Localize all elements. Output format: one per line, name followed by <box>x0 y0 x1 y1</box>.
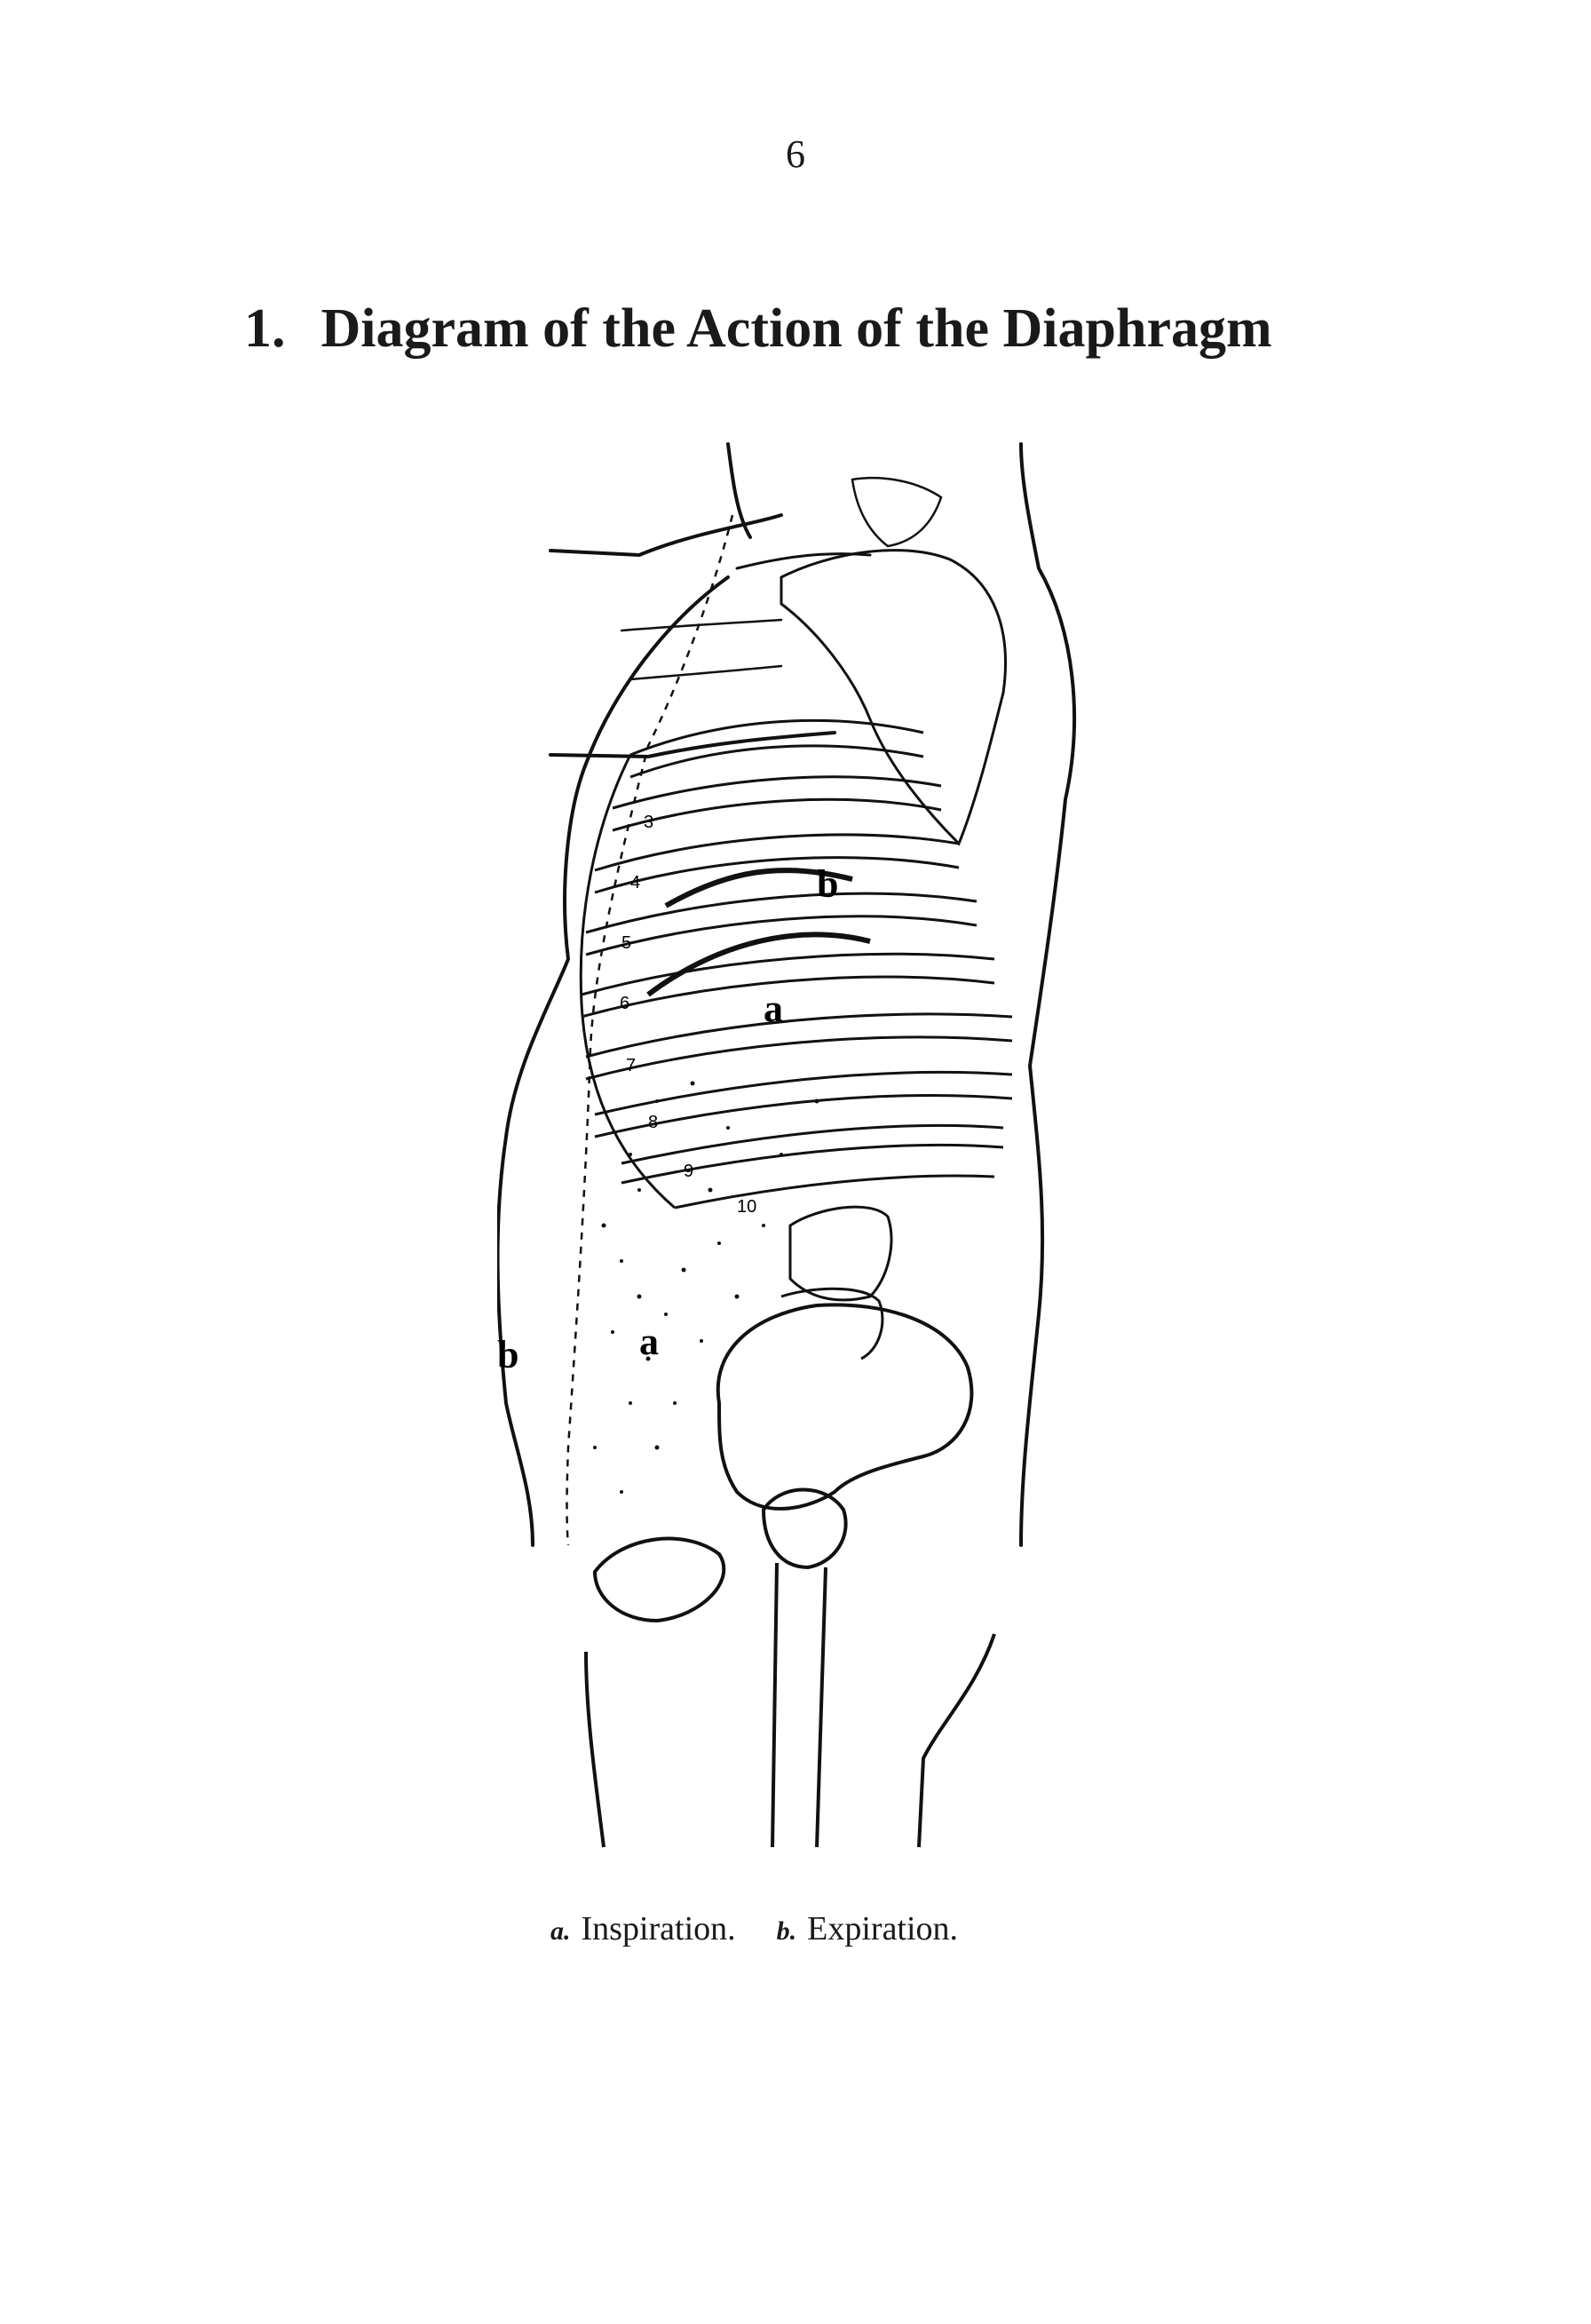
lumbar-spine-2 <box>780 1287 884 1360</box>
costal-margin <box>579 754 676 1210</box>
rib-8 <box>594 1070 1013 1116</box>
femur-shaft-left <box>771 1562 779 1848</box>
figure-title: Diagram of the Action of the Diaphragm <box>321 298 1272 359</box>
rib-8-inner <box>594 1094 1013 1138</box>
rib-number-6: 6 <box>620 994 629 1013</box>
rib-2 <box>629 718 924 757</box>
diaphragm-line-a <box>646 932 871 997</box>
rib-9-inner <box>621 1143 1004 1185</box>
diaphragm-diagram: b a a b 3 4 5 6 7 8 9 10 <box>497 426 1083 1900</box>
rib-number-7: 7 <box>626 1056 636 1075</box>
figure-caption: a. Inspiration. b. Expiration. <box>550 1909 958 1948</box>
arm-line-upper <box>549 513 783 558</box>
diaphragm-line-b <box>664 868 853 908</box>
femur-shaft-right <box>815 1567 827 1848</box>
femur-head <box>761 1487 848 1570</box>
abdomen-stipple <box>593 1081 819 1494</box>
rib-10 <box>674 1174 995 1210</box>
rib-4 <box>594 833 960 872</box>
rib-number-9: 9 <box>684 1162 693 1181</box>
figure-number: 1. <box>244 298 286 359</box>
pubis <box>592 1536 726 1623</box>
caption-b-key: b. <box>776 1916 797 1946</box>
rib-2-inner <box>629 744 924 779</box>
rib-6-inner <box>581 975 995 1019</box>
caption-a-text: Inspiration. <box>581 1910 736 1947</box>
label-a-outer: a <box>639 1320 659 1363</box>
diaphragm-illustration: b a a b 3 4 5 6 7 8 9 10 <box>497 442 1076 1848</box>
label-b-outer: b <box>497 1333 518 1376</box>
rib-5 <box>585 892 978 934</box>
lumbar-spine <box>788 1205 893 1302</box>
page-title: 1. Diagram of the Action of the Diaphragm <box>244 297 1272 361</box>
caption-a-key: a. <box>550 1916 571 1946</box>
neck-line <box>726 442 752 539</box>
inspiration-dashed-line <box>566 514 734 1546</box>
page-number: 6 <box>786 132 805 176</box>
arm-line-lower <box>549 731 836 759</box>
pelvis <box>716 1303 974 1511</box>
leg-outline-back <box>917 1633 996 1848</box>
rib-number-8: 8 <box>648 1113 658 1132</box>
rib-7 <box>585 1012 1013 1059</box>
rib-number-10: 10 <box>737 1197 756 1217</box>
rib-5-inner <box>585 915 978 956</box>
caption-b-text: Expiration. <box>807 1910 959 1947</box>
rib-number-5: 5 <box>621 933 631 953</box>
arm-line-mid <box>620 618 783 632</box>
rib-7-inner <box>585 1035 1013 1081</box>
rib-9 <box>621 1123 1004 1165</box>
body-outline-front <box>497 575 730 1547</box>
rib-6 <box>581 952 995 996</box>
clavicle <box>735 552 872 570</box>
cervical-vertebrae <box>851 476 943 548</box>
rib-number-4: 4 <box>630 873 640 892</box>
rib-number-3: 3 <box>644 813 653 832</box>
scapula <box>780 549 1007 846</box>
leg-outline-front <box>584 1651 606 1848</box>
label-a-inner: a <box>764 987 783 1030</box>
label-b-inner: b <box>817 862 838 906</box>
rib-4-inner <box>594 856 960 894</box>
arm-line-mid2 <box>629 664 783 681</box>
rib-3-inner <box>612 797 942 832</box>
rib-3 <box>612 775 942 810</box>
body-outline-back <box>1019 442 1076 1547</box>
